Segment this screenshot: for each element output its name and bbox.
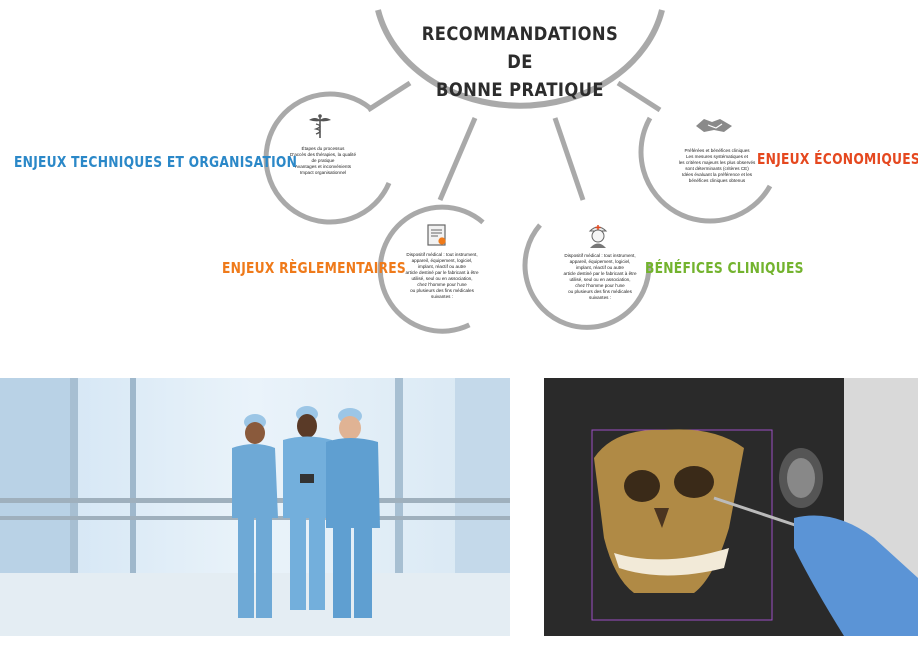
diagram-svg [263, 9, 773, 334]
ring-technique [263, 91, 392, 225]
title-arc [375, 9, 665, 109]
ring-clinique [522, 223, 652, 330]
desc-reglementaire: Dispositif médical : tout instrument, ap… [405, 252, 479, 299]
label-technique: ENJEUX TECHNIQUES ET ORGANISATION [14, 153, 298, 171]
connector-reglementaire [437, 117, 478, 201]
desc-technique: Étapes du processus D'accès des thérapie… [290, 146, 356, 175]
ring-economique [638, 116, 773, 224]
photo-medical-team [0, 378, 510, 636]
desc-clinique: Dispositif médical : tout instrument, ap… [563, 253, 637, 300]
caduceus-icon [309, 114, 331, 138]
nurse-icon [588, 225, 608, 248]
label-reglementaire: ENJEUX RÈGLEMENTAIRES [222, 259, 407, 277]
handshake-icon [696, 119, 732, 132]
label-clinique: BÉNÉFICES CLINIQUES [645, 259, 804, 277]
diagram-title: RECOMMANDATIONS DE BONNE PRATIQUE [421, 23, 619, 101]
photo-dental-scan [544, 378, 918, 636]
ring-reglementaire [377, 204, 485, 334]
connector-economique [616, 80, 662, 113]
desc-economique: Préférées et bénéfices cliniques Les mes… [678, 148, 756, 183]
connector-technique [366, 80, 412, 113]
certificate-icon [427, 224, 446, 246]
label-economique: ENJEUX ÉCONOMIQUES [757, 150, 918, 168]
connector-clinique [552, 117, 586, 201]
